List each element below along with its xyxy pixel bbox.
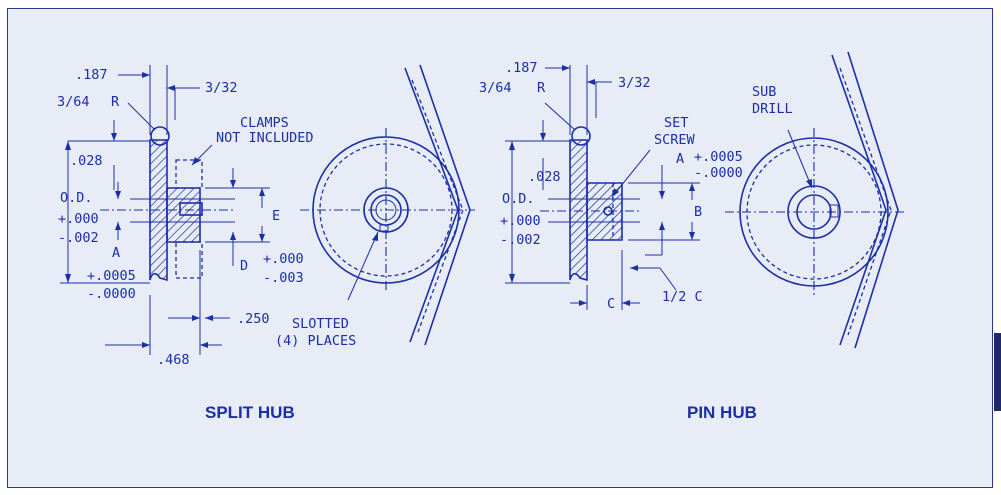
- pin-label-b: B: [694, 204, 702, 220]
- pin-sub-drill-1: SUB: [752, 84, 776, 100]
- split-slotted-1: SLOTTED: [292, 316, 349, 332]
- split-label-d: D: [240, 258, 248, 274]
- pin-half-c: 1/2 C: [662, 289, 703, 305]
- split-tol-d-plus: +.000: [263, 251, 304, 267]
- pin-label-c: C: [607, 296, 615, 312]
- pin-hub-caption: PIN HUB: [687, 403, 757, 422]
- split-tol-a-plus: +.0005: [87, 268, 136, 284]
- split-dim-250: .250: [237, 311, 270, 327]
- pin-tol-plus-000: +.000: [500, 213, 541, 229]
- pin-tol-minus-002: -.002: [500, 232, 541, 248]
- split-slotted-2: (4) PLACES: [275, 333, 356, 349]
- split-tol-minus-002: -.002: [58, 230, 99, 246]
- split-label-e: E: [272, 208, 280, 224]
- pin-radius-r: R: [537, 80, 546, 96]
- pin-tol-a-plus: +.0005: [694, 149, 743, 165]
- split-dim-3-64: 3/64: [57, 94, 90, 110]
- pin-set-screw-2: SCREW: [654, 132, 696, 148]
- split-od: O.D.: [60, 190, 93, 206]
- split-tol-plus-000: +.000: [58, 211, 99, 227]
- split-dim-3-32: 3/32: [205, 80, 238, 96]
- pin-set-screw-1: SET: [664, 115, 688, 131]
- split-clamps-note-1: CLAMPS: [240, 115, 289, 131]
- split-tol-d-minus: -.003: [263, 270, 304, 286]
- split-hub-caption: SPLIT HUB: [205, 403, 295, 422]
- pin-label-a: A: [676, 151, 684, 167]
- split-hub-section: [60, 64, 475, 355]
- pin-hub-section: [505, 51, 905, 349]
- split-dim-028: .028: [70, 153, 103, 169]
- pin-od: O.D.: [502, 191, 535, 207]
- split-dim-187: .187: [75, 67, 108, 83]
- pin-dim-3-32: 3/32: [618, 75, 651, 91]
- split-radius-r: R: [111, 94, 120, 110]
- split-tol-a-minus: -.0000: [87, 286, 136, 302]
- pin-tol-a-minus: -.0000: [694, 165, 743, 181]
- pin-dim-028: .028: [528, 169, 561, 185]
- pin-dim-3-64: 3/64: [479, 80, 512, 96]
- split-dim-468: .468: [157, 352, 190, 368]
- page-edge-tab: [994, 333, 1001, 411]
- split-clamps-note-2: NOT INCLUDED: [216, 130, 314, 146]
- pin-sub-drill-2: DRILL: [752, 101, 793, 117]
- split-label-a: A: [112, 245, 120, 261]
- pin-dim-187: .187: [505, 60, 538, 76]
